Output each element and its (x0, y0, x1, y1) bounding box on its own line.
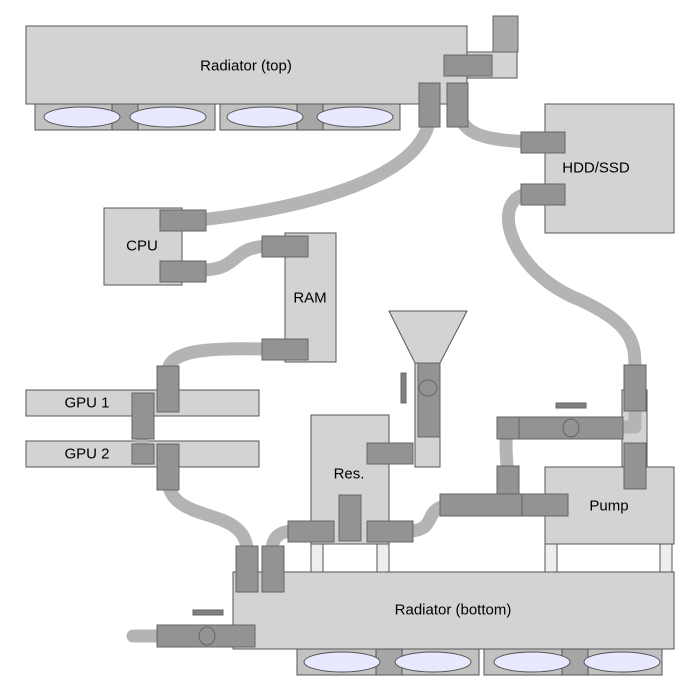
cpu-label: CPU (126, 238, 158, 255)
valve-ball (418, 379, 438, 397)
fitting (131, 392, 155, 440)
fitting (261, 545, 285, 593)
reservoir-standoff (376, 543, 390, 573)
radiator-bottom-fan-blade (303, 651, 381, 673)
fitting (623, 442, 647, 490)
reservoir-label: Res. (334, 466, 365, 483)
pump-standoff (659, 543, 673, 573)
fitting (417, 362, 441, 438)
valve-handle (400, 372, 407, 404)
fitting (261, 338, 309, 361)
fitting (287, 520, 335, 543)
radiator-top-fan-blade (129, 106, 207, 128)
fitting (156, 365, 180, 413)
fitting (338, 494, 362, 542)
fitting (156, 443, 180, 491)
valve-handle (192, 609, 224, 616)
fitting (439, 493, 523, 517)
reservoir-standoff (310, 543, 324, 573)
labels: Radiator (top) HDD/SSD CPU RAM GPU 1 GPU… (64, 58, 629, 619)
fitting (366, 520, 414, 543)
fitting (261, 235, 309, 258)
fitting (623, 364, 647, 412)
radiator-bottom-fan-blade (394, 651, 472, 673)
standoffs (310, 543, 673, 573)
fitting (159, 260, 207, 283)
radiator-bottom-fans (296, 648, 663, 676)
tube-cpu-to-ram (188, 239, 282, 277)
gpu1-label: GPU 1 (64, 395, 109, 412)
fittings (131, 15, 647, 648)
radiator-bottom-label: Radiator (bottom) (395, 602, 512, 619)
tube-hdd-to-pump (502, 187, 642, 377)
radiator-bottom-fan-blade (583, 651, 661, 673)
radiator-top-fan-blade (43, 106, 121, 128)
ram-label: RAM (293, 290, 326, 307)
components (25, 25, 675, 676)
valve-ball (562, 418, 580, 438)
radiator-bottom-fan-blade (493, 651, 571, 673)
pump-standoff (544, 543, 558, 573)
tube-radiator-top-to-cpu (193, 103, 437, 227)
fitting (443, 54, 493, 77)
hdd-ssd-box (544, 103, 675, 234)
fitting (520, 183, 566, 206)
radiator-bottom (232, 571, 675, 650)
valve-ball (198, 626, 216, 646)
fitting (492, 15, 519, 53)
hdd-ssd-label: HDD/SSD (562, 160, 630, 177)
fitting (521, 493, 569, 517)
fitting (496, 416, 520, 440)
radiator-top-fans (34, 103, 401, 131)
tube-gpu2-to-radiator-bottom (161, 473, 254, 557)
radiator-top-fan-blade (316, 106, 394, 128)
fitting (520, 131, 566, 154)
radiator-top-label: Radiator (top) (200, 58, 292, 75)
fitting (131, 443, 155, 465)
reservoir-funnel (388, 310, 468, 364)
fitting (366, 442, 414, 465)
fitting (235, 545, 259, 593)
radiator-top-fan-blade (226, 106, 304, 128)
pump-label: Pump (589, 498, 628, 515)
valve-handle (555, 402, 587, 409)
gpu2-label: GPU 2 (64, 446, 109, 463)
fitting (418, 82, 441, 128)
tube-radiator-top-to-hdd (451, 103, 537, 149)
tube-ram-to-gpu1 (161, 342, 282, 379)
fitting (159, 209, 207, 232)
radiator-top (25, 25, 468, 105)
fitting (446, 82, 469, 128)
